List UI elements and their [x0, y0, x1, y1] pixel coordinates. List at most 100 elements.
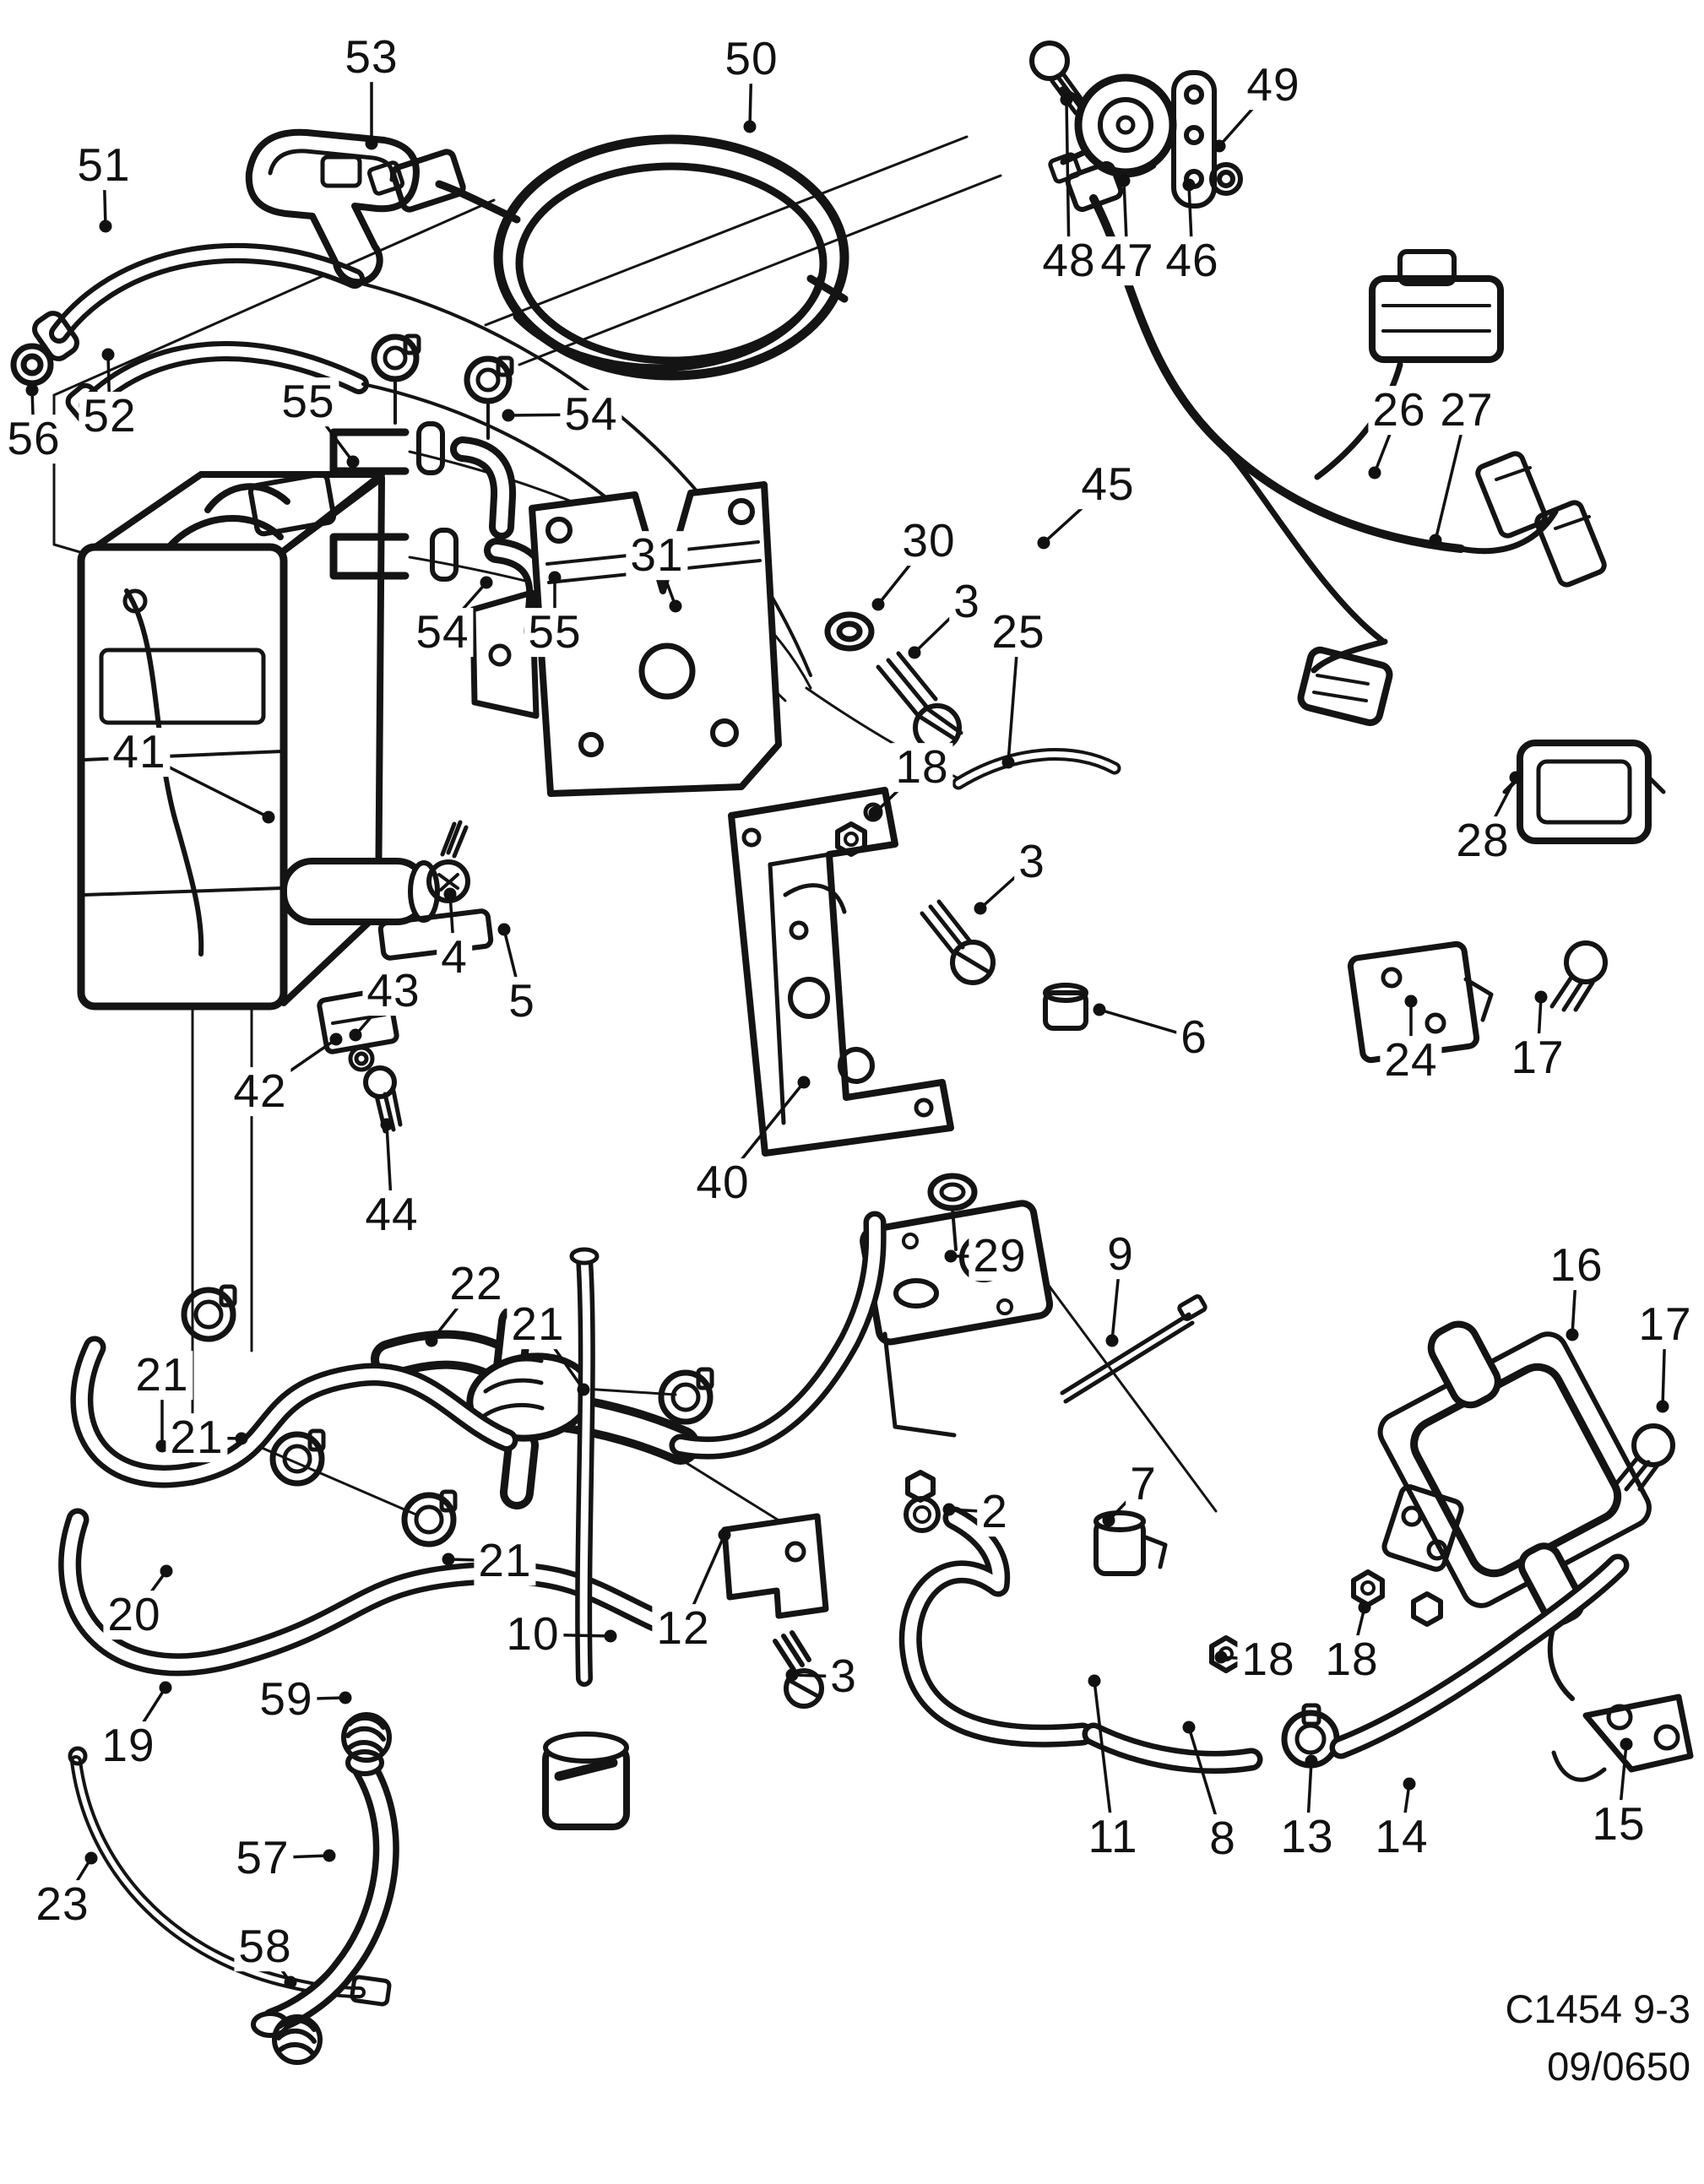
- callout-58: 58: [234, 1921, 296, 1971]
- leader-dot-42: [329, 1032, 343, 1046]
- leader-line-48: [1065, 99, 1071, 262]
- callout-16: 16: [1545, 1240, 1608, 1290]
- leader-line-11: [1093, 1680, 1115, 1838]
- part-bracket-12: [721, 1513, 829, 1619]
- part-bracket-31: [469, 481, 782, 797]
- callout-19: 19: [97, 1721, 160, 1770]
- callout-29: 29: [969, 1231, 1031, 1281]
- drawing-revision: 09/0650: [1547, 2044, 1690, 2089]
- leader-dot-21: [577, 1383, 590, 1396]
- callout-51: 51: [73, 140, 135, 190]
- leader-dot-12: [718, 1528, 731, 1542]
- part-bolt-3a: [876, 651, 963, 752]
- leader-dot-57: [323, 1849, 336, 1862]
- callout-44: 44: [361, 1190, 423, 1239]
- part-bracket-40: [728, 787, 954, 1157]
- leader-dot-25: [1001, 756, 1015, 769]
- callout-11: 11: [1083, 1812, 1142, 1862]
- leader-dot-21: [442, 1553, 455, 1566]
- callout-21: 21: [131, 1350, 193, 1400]
- callout-17: 17: [1506, 1032, 1569, 1082]
- leader-dot-18: [1358, 1601, 1371, 1614]
- callout-42: 42: [229, 1066, 291, 1116]
- callout-14: 14: [1370, 1812, 1433, 1862]
- part-hose-51: [32, 242, 365, 361]
- leader-dot-11: [1088, 1674, 1101, 1688]
- leader-dot-47: [1117, 174, 1131, 187]
- leader-dot-30: [871, 598, 885, 611]
- callout-9: 9: [1103, 1229, 1138, 1279]
- leader-dot-21: [155, 1439, 169, 1453]
- leader-dot-43: [349, 1028, 362, 1042]
- part-screw-17a: [1549, 940, 1608, 1012]
- part-tie-9: [1060, 1294, 1207, 1404]
- leader-dot-18: [1214, 1650, 1228, 1664]
- callout-46: 46: [1161, 236, 1224, 285]
- part-clamp-59: [341, 1712, 392, 1763]
- leader-dot-23: [84, 1851, 98, 1865]
- part-screw-4: [426, 820, 470, 903]
- callout-2: 2: [977, 1487, 1012, 1536]
- leader-dot-52: [101, 348, 115, 361]
- callout-20: 20: [103, 1590, 166, 1639]
- leader-dot-55: [346, 455, 360, 469]
- leader-dot-21: [235, 1432, 248, 1445]
- callout-54: 54: [560, 389, 622, 439]
- callout-21: 21: [474, 1536, 536, 1585]
- part-hose-14: [1329, 1553, 1630, 1759]
- leader-dot-54: [480, 576, 493, 589]
- part-ring-56: [10, 343, 54, 387]
- leader-dot-8: [1182, 1721, 1196, 1734]
- callout-53: 53: [340, 32, 403, 82]
- leader-dot-26: [1368, 466, 1381, 480]
- leader-dot-59: [339, 1691, 352, 1704]
- leader-dot-4: [443, 887, 457, 901]
- leader-dot-44: [380, 1118, 393, 1131]
- leader-dot-3: [908, 646, 921, 659]
- callout-22: 22: [445, 1259, 507, 1309]
- part-washer-30: [824, 611, 875, 652]
- callout-6: 6: [1176, 1012, 1212, 1062]
- part-bracket-15: [1551, 1694, 1694, 1782]
- callout-55: 55: [524, 607, 586, 657]
- part-pipe-10: [542, 1247, 630, 1830]
- callout-41: 41: [108, 727, 171, 777]
- part-cable-50: [366, 134, 849, 381]
- leader-dot-10: [604, 1629, 617, 1643]
- part-nut-18-muffler: [1411, 1591, 1443, 1627]
- callout-25: 25: [987, 607, 1050, 657]
- callout-57: 57: [231, 1833, 294, 1883]
- callout-3: 3: [826, 1651, 861, 1701]
- leader-dot-9: [1105, 1334, 1119, 1347]
- callout-43: 43: [362, 966, 425, 1016]
- callout-3: 3: [949, 577, 985, 626]
- callout-45: 45: [1077, 459, 1139, 509]
- leader-dot-14: [1403, 1777, 1416, 1791]
- callout-23: 23: [31, 1879, 94, 1929]
- leader-dot-40: [797, 1076, 811, 1089]
- callout-5: 5: [504, 976, 540, 1026]
- leader-dot-56: [25, 383, 39, 397]
- part-hose-8: [1082, 1722, 1263, 1774]
- part-connector-27: [1534, 500, 1607, 588]
- part-clamps-21: [181, 1284, 714, 1547]
- part-hose-25: [952, 748, 1121, 790]
- callout-13: 13: [1276, 1812, 1338, 1862]
- callout-47: 47: [1096, 236, 1159, 285]
- callout-17: 17: [1634, 1299, 1696, 1349]
- leader-dot-6: [1093, 1003, 1106, 1016]
- callout-27: 27: [1435, 385, 1498, 435]
- callout-18: 18: [891, 742, 953, 792]
- callout-8: 8: [1205, 1813, 1240, 1863]
- callout-28: 28: [1452, 816, 1514, 865]
- callout-59: 59: [255, 1674, 317, 1724]
- leader-dot-55: [548, 571, 562, 584]
- callout-12: 12: [652, 1603, 714, 1653]
- callout-7: 7: [1126, 1459, 1161, 1509]
- callout-55: 55: [277, 377, 339, 426]
- callout-52: 52: [79, 391, 141, 441]
- leader-dot-19: [159, 1681, 172, 1694]
- callout-26: 26: [1368, 385, 1430, 435]
